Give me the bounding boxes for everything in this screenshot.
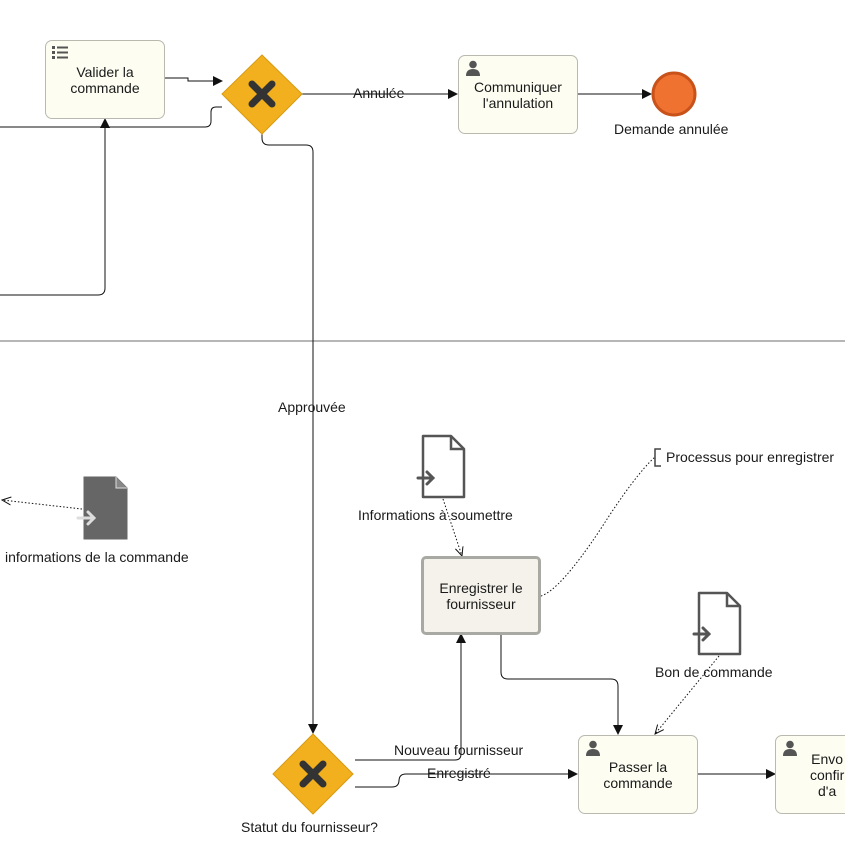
annotation-text: Processus pour enregistrer: [666, 449, 835, 465]
task-place-order[interactable]: Passer la commande: [578, 735, 698, 814]
gateway-validation[interactable]: [221, 54, 303, 135]
flow-label-registered: Enregistré: [427, 765, 491, 781]
data-input-icon: [416, 470, 436, 486]
gateway-label: Statut du fournisseur?: [241, 819, 378, 835]
task-label: Envo confir d'a: [810, 750, 845, 799]
data-object-info-submit[interactable]: [416, 434, 466, 499]
task-validate-order[interactable]: Valider la commande: [45, 40, 165, 119]
task-communicate-cancellation[interactable]: Communiquer l'annulation: [458, 55, 578, 134]
flow-label-approved: Approuvée: [278, 399, 346, 415]
data-object-label: Bon de commande: [655, 664, 773, 680]
list-icon: [52, 46, 68, 59]
flow-register-to-order[interactable]: [500, 635, 623, 735]
end-event-label: Demande annulée: [614, 121, 729, 137]
task-label: Enregistrer le fournisseur: [439, 579, 523, 612]
task-label: Valider la commande: [70, 63, 140, 96]
data-object-label: Informations à soumettre: [358, 507, 513, 523]
subprocess-register-supplier[interactable]: Enregistrer le fournisseur: [421, 556, 541, 635]
exclusive-gateway-x-icon: [299, 760, 327, 788]
flow-loop-to-validate[interactable]: [0, 118, 110, 296]
task-label: Passer la commande: [603, 758, 673, 791]
end-event-cancelled[interactable]: [651, 71, 697, 117]
flow-validate-to-gateway[interactable]: [165, 76, 223, 86]
user-icon: [466, 60, 480, 76]
data-object-purchase-order[interactable]: [692, 591, 742, 656]
flow-registered[interactable]: [355, 769, 578, 788]
assoc-purchase-order: [655, 655, 720, 734]
flow-label-new-supplier: Nouveau fournisseur: [394, 742, 524, 758]
assoc-info-submit: [442, 498, 462, 556]
flow-new-supplier[interactable]: [355, 633, 466, 761]
exclusive-gateway-x-icon: [248, 80, 276, 108]
data-input-icon: [692, 626, 712, 642]
assoc-annotation: [540, 456, 656, 597]
flow-label-cancelled: Annulée: [353, 85, 405, 101]
gateway-supplier-status[interactable]: [272, 733, 354, 815]
assoc-order-info: [2, 500, 83, 510]
user-icon: [783, 740, 797, 756]
data-input-icon: [76, 510, 97, 526]
task-send-confirmation[interactable]: Envo confir d'a: [775, 735, 845, 814]
flow-approved[interactable]: [261, 134, 318, 734]
task-label: Communiquer l'annulation: [474, 78, 562, 111]
user-icon: [586, 740, 600, 756]
annotation-bracket: [654, 448, 661, 467]
flow-left-to-gateway[interactable]: [0, 106, 222, 128]
data-object-label: informations de la commande: [5, 549, 189, 565]
data-object-order-info[interactable]: [76, 476, 128, 540]
